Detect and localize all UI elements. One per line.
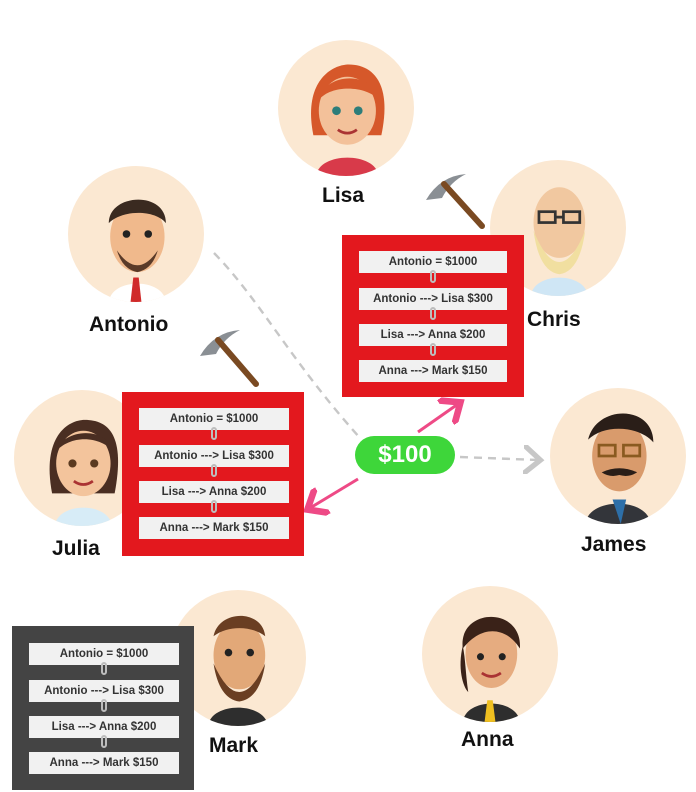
chain-link-icon [101, 699, 107, 712]
pickaxe-icon [426, 174, 485, 229]
antonio-name: Antonio [89, 313, 169, 336]
ledger-entry: Lisa ---> Anna $200 [29, 716, 179, 738]
ledger-entry: Antonio = $1000 [29, 643, 179, 665]
ledger-entry: Antonio ---> Lisa $300 [359, 288, 507, 310]
ledger-entry: Anna ---> Mark $150 [139, 517, 289, 539]
antonio-avatar [68, 166, 204, 302]
lisa-avatar [278, 40, 414, 176]
ledger-entry: Antonio ---> Lisa $300 [139, 445, 289, 467]
ledger-entry: Antonio ---> Lisa $300 [29, 680, 179, 702]
coin-to-chris-arrow [417, 404, 458, 434]
chris-name: Chris [527, 308, 581, 331]
chain-link-icon [211, 464, 217, 477]
mark-ledger: Antonio = $1000 Antonio ---> Lisa $300 L… [12, 626, 194, 790]
chain-link-icon [211, 427, 217, 440]
pickaxe-icon [200, 330, 259, 387]
coin-to-james-dashed-arrow [459, 457, 538, 460]
ledger-entry: Anna ---> Mark $150 [29, 752, 179, 774]
james-name: James [581, 533, 647, 556]
coin-to-julia-arrow [310, 477, 359, 508]
chain-link-icon [211, 500, 217, 513]
julia-ledger: Antonio = $1000 Antonio ---> Lisa $300 L… [122, 392, 304, 556]
ledger-entry: Lisa ---> Anna $200 [139, 481, 289, 503]
ledger-entry: Antonio = $1000 [359, 251, 507, 273]
julia-name: Julia [52, 537, 100, 560]
chain-link-icon [101, 735, 107, 748]
transaction-amount-badge: $100 [355, 436, 455, 474]
chain-link-icon [101, 662, 107, 675]
chris-ledger: Antonio = $1000 Antonio ---> Lisa $300 L… [342, 235, 524, 397]
chain-link-icon [430, 343, 436, 356]
james-avatar [550, 388, 686, 524]
mark-name: Mark [209, 734, 259, 757]
anna-avatar [422, 586, 558, 722]
chain-link-icon [430, 270, 436, 283]
chris-avatar [490, 160, 626, 296]
ledger-entry: Lisa ---> Anna $200 [359, 324, 507, 346]
ledger-entry: Anna ---> Mark $150 [359, 360, 507, 382]
anna-name: Anna [461, 728, 514, 751]
antonio-to-coin-dashed-line [213, 252, 361, 439]
chain-link-icon [430, 307, 436, 320]
ledger-entry: Antonio = $1000 [139, 408, 289, 430]
lisa-name: Lisa [322, 184, 365, 207]
